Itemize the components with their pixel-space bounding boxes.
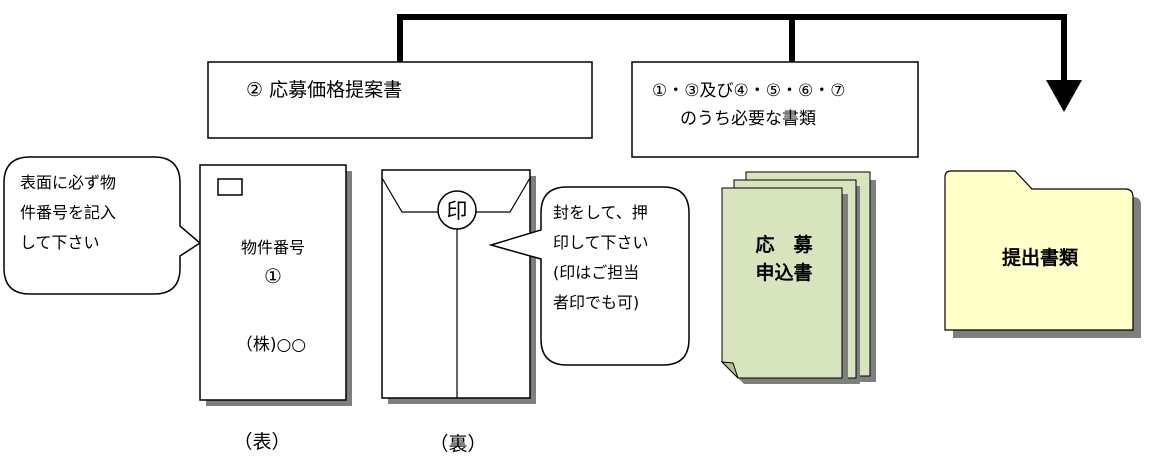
label-box-right-line1: ①・③及び④・⑤・⑥・⑦	[652, 81, 845, 101]
application-line2: 申込書	[755, 261, 812, 284]
down-arrow-icon	[1046, 80, 1082, 112]
envelope-front: 物件番号 ① （株)○○	[199, 164, 352, 406]
label-box-right-line2: のうち必要な書類	[680, 109, 816, 129]
callout-left-line2: 件番号を記入	[20, 203, 116, 222]
folder-label: 提出書類	[1002, 246, 1079, 269]
label-box-left-text: ② 応募価格提案書	[246, 79, 402, 101]
application-line1: 応 募	[755, 233, 813, 256]
folder: 提出書類	[944, 170, 1141, 338]
stamp-box	[217, 178, 243, 196]
seal-text: 印	[447, 199, 468, 223]
page-curl	[720, 361, 739, 379]
callout-left-line1: 表面に必ず物	[20, 173, 116, 192]
envelope-back-caption: （裏）	[429, 433, 486, 455]
callout-right-line2: 印して下さい	[553, 233, 649, 252]
folder-icon	[944, 170, 1134, 331]
envelope-front-caption: （表）	[233, 431, 290, 453]
callout-right: 封をして、押 印して下さい (印はご担当 者印でも可)	[488, 186, 690, 366]
label-box-right: ①・③及び④・⑤・⑥・⑦ のうち必要な書類	[631, 61, 919, 158]
seal-circle	[437, 190, 477, 230]
callout-right-line4: 者印でも可)	[553, 293, 639, 312]
envelope-front-line3: （株)○○	[236, 335, 306, 355]
envelope-front-line2: ①	[264, 264, 282, 288]
top-bracket	[397, 14, 1067, 82]
callout-left-line3: して下さい	[20, 233, 100, 252]
envelope-front-line1: 物件番号	[241, 238, 305, 257]
callout-left: 表面に必ず物 件番号を記入 して下さい	[3, 156, 202, 295]
callout-right-line1: 封をして、押	[553, 203, 648, 222]
application-stack	[720, 171, 876, 384]
label-box-left: ② 応募価格提案書	[207, 61, 593, 139]
callout-right-line3: (印はご担当	[553, 263, 639, 282]
envelope-back: 印	[381, 169, 536, 404]
